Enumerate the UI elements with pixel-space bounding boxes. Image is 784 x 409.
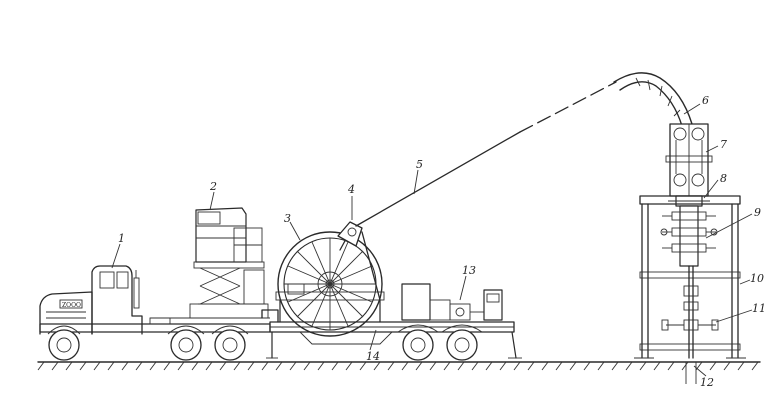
well-casing — [685, 362, 697, 384]
label-3: 3 — [284, 212, 291, 225]
support-frame — [634, 195, 746, 359]
trailer-wheels — [402, 329, 478, 361]
bop-stack — [660, 205, 718, 267]
label-7: 7 — [720, 138, 727, 151]
label-1: 1 — [118, 232, 125, 245]
label-8: 8 — [720, 172, 727, 185]
tubing-reel — [275, 227, 385, 337]
wellhead — [661, 265, 719, 359]
scissor-lift — [198, 267, 266, 305]
label-9: 9 — [754, 206, 761, 219]
callout-labels: 1 2 3 4 5 6 7 8 9 10 11 12 13 14 — [118, 94, 766, 389]
semi-trailer — [261, 309, 522, 361]
leader-lines — [111, 103, 753, 377]
operator-cabin — [189, 207, 269, 319]
label-11: 11 — [752, 302, 766, 315]
ground — [37, 361, 761, 371]
level-wind-guide — [337, 221, 363, 247]
label-13: 13 — [462, 264, 476, 277]
label-14: 14 — [366, 350, 380, 363]
label-5: 5 — [416, 158, 423, 171]
truck-wheels — [48, 329, 246, 361]
label-6: 6 — [702, 94, 709, 107]
label-2: 2 — [209, 180, 217, 193]
truck-badge: ZOOO — [62, 302, 81, 309]
label-12: 12 — [700, 376, 714, 389]
truck-tractor: ZOOO — [39, 265, 271, 361]
label-10: 10 — [750, 272, 764, 285]
hydraulic-power-unit — [401, 283, 503, 321]
label-4: 4 — [347, 183, 355, 196]
coiled-tubing — [355, 72, 693, 227]
injector-head — [665, 123, 713, 197]
